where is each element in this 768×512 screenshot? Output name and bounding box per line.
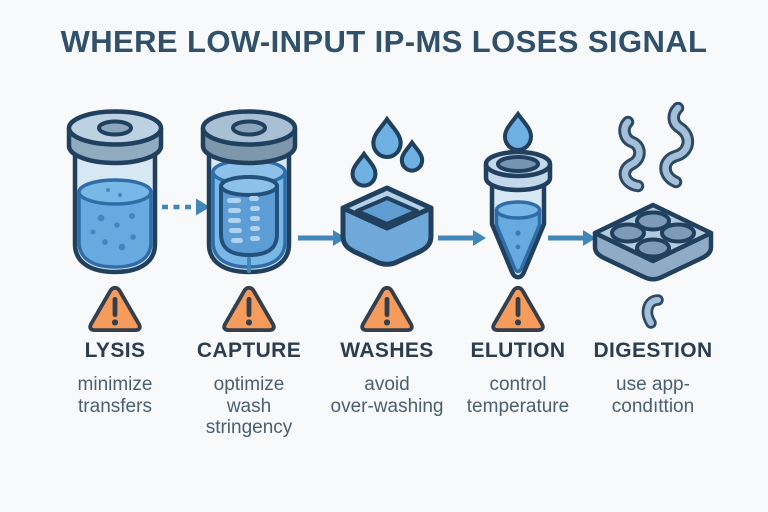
elution-tube-droplet-icon	[483, 110, 553, 280]
dashed-arrow-icon	[162, 198, 210, 216]
advice-line: wash	[226, 395, 272, 417]
advice-line: use app-	[616, 374, 690, 395]
advice-digestion: use app- condıttion	[565, 374, 741, 417]
advice-lysis: minimize transfers	[27, 374, 203, 417]
water-droplets-icon	[350, 115, 425, 188]
advice-capture: optimize wash stringency	[161, 374, 337, 439]
advice-line: avoid	[364, 374, 410, 395]
stage-label-washes: WASHES	[340, 339, 434, 362]
flow-arrow-icon	[438, 230, 486, 246]
advice-line: over-washing	[330, 395, 444, 417]
connector-dash-icon	[247, 257, 251, 273]
stage-label-elution: ELUTION	[470, 339, 566, 362]
lysate-particles	[90, 188, 136, 251]
advice-line: optimize	[213, 374, 285, 395]
advice-line: control	[489, 374, 547, 395]
peptide-squiggles-icon	[618, 102, 694, 193]
water-droplet-icon	[502, 110, 534, 153]
digestion-plate-peptides-icon	[592, 102, 714, 329]
page-title: WHERE LOW-INPUT IP-MS LOSES SIGNAL	[60, 24, 708, 59]
stage-label-lysis: LYSIS	[84, 339, 146, 362]
stage-label-capture: CAPTURE	[196, 339, 302, 362]
advice-line: minimize	[77, 374, 153, 395]
warning-icon	[88, 285, 142, 333]
warning-icon	[360, 285, 414, 333]
peptide-fragment-icon	[641, 294, 664, 329]
advice-washes: avoid over-washing	[299, 374, 475, 417]
flow-arrow-icon	[298, 230, 346, 246]
advice-line: temperature	[466, 395, 570, 417]
microcentrifuge-tube	[483, 149, 553, 280]
sample-vial-icon	[66, 109, 164, 275]
well-plate	[592, 202, 714, 282]
warning-icon	[491, 285, 545, 333]
advice-line: transfers	[78, 395, 152, 417]
wash-tray	[340, 185, 434, 267]
stage-label-digestion: DIGESTION	[593, 339, 713, 362]
advice-elution: control temperature	[430, 374, 606, 417]
wash-tray-droplets-icon	[340, 115, 434, 267]
advice-line: condıttion	[611, 395, 695, 417]
capture-beads-vial-icon	[200, 109, 298, 275]
advice-line: stringency	[205, 417, 293, 438]
warning-icon	[222, 285, 276, 333]
capture-beads	[227, 196, 260, 243]
flow-arrow-icon	[548, 230, 596, 246]
